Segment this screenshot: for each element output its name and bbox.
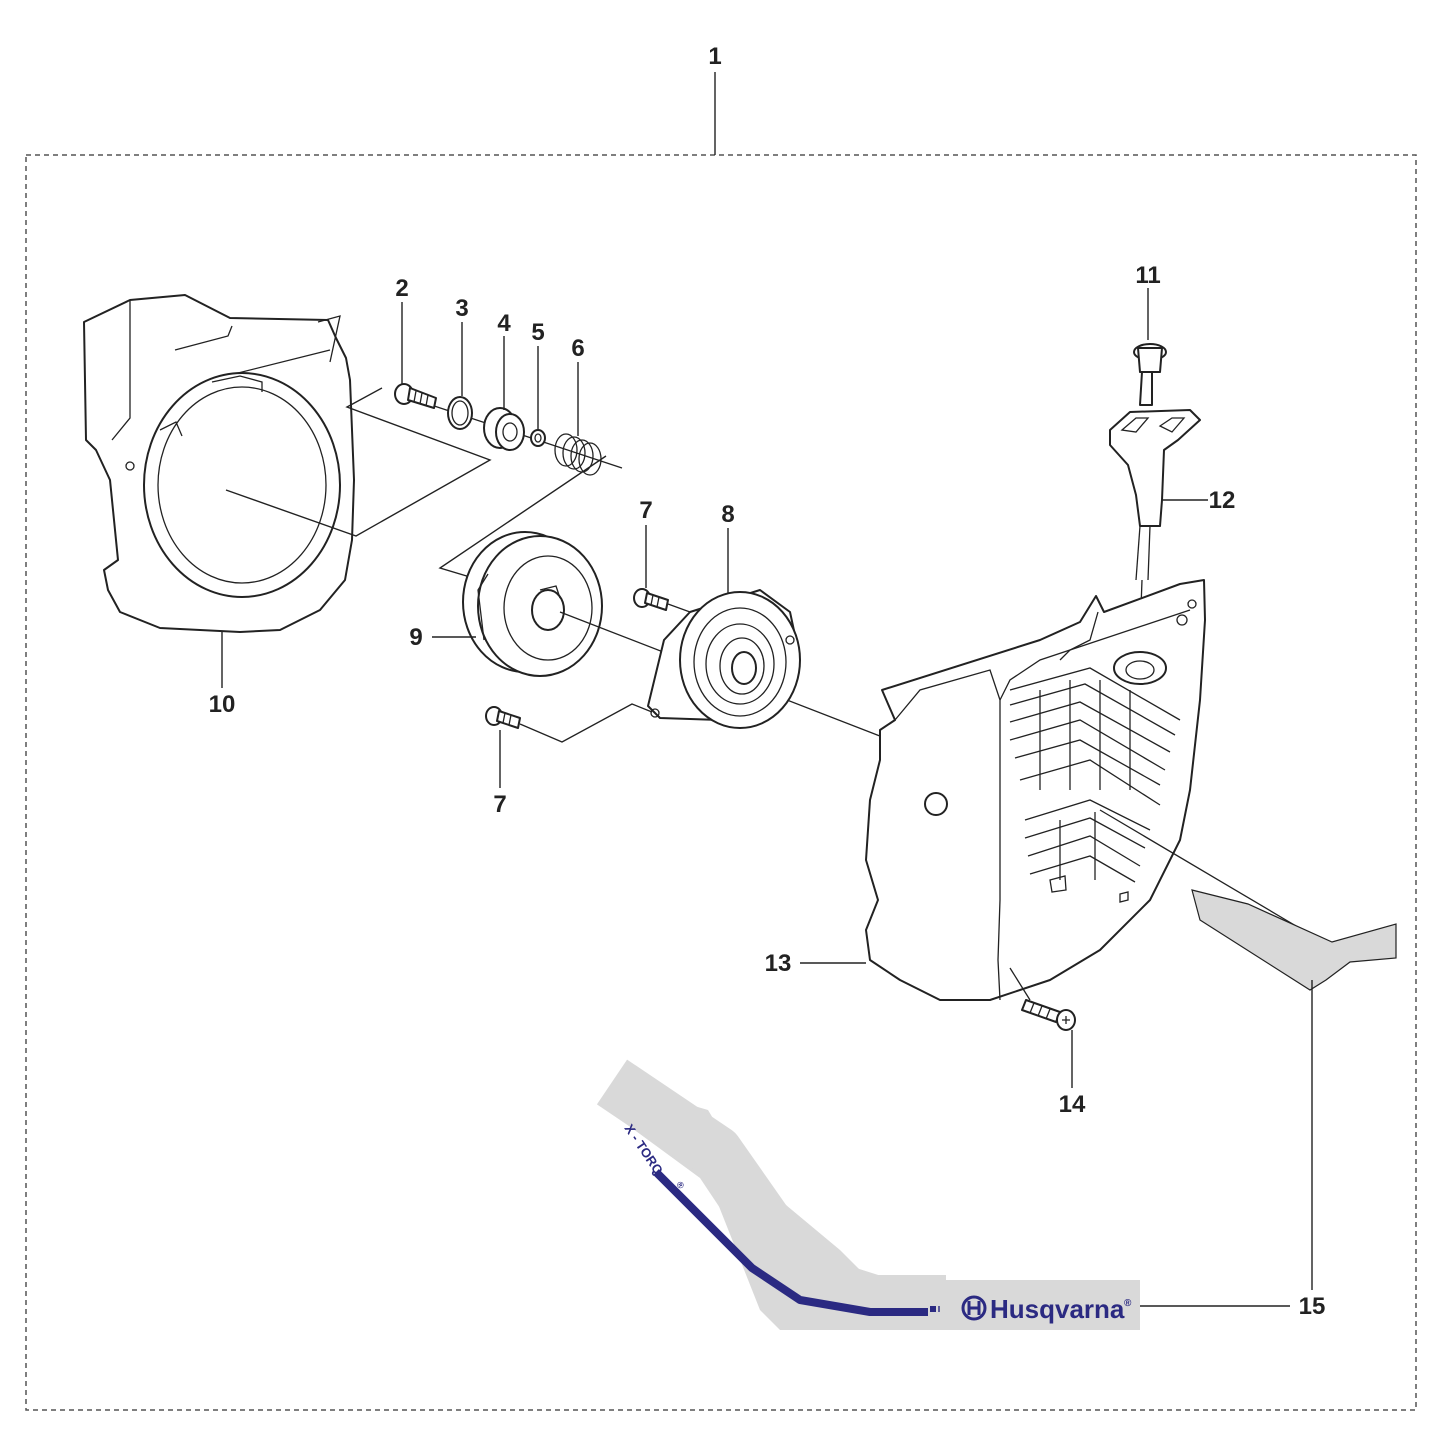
callout-14: 14 [1059,1091,1086,1118]
callout-2: 2 [395,275,408,302]
part-5-washer [530,429,546,447]
decal-brand-text: Husqvarna [990,1294,1125,1324]
part-7-screw-lower [485,706,521,729]
part-8-spring-cassette [647,589,801,729]
part-9-pulley [462,531,603,677]
callout-10: 10 [209,691,236,718]
part-13-starter-cover [865,579,1206,1001]
decal-brand-registered: ® [1124,1298,1132,1309]
callout-11: 11 [1135,262,1160,289]
part-15-decal-small [1191,889,1397,991]
husqvarna-logo-icon [961,1295,987,1321]
part-4-hub [483,407,525,451]
part-3-o-ring [447,396,473,430]
cover-vents [1009,667,1181,883]
part-7-screw-upper [633,588,669,611]
part-15-decal: Husqvarna ® X - TORQ ® [596,1059,1140,1330]
assembly-line-7b [519,703,653,743]
part-6-spring [554,433,602,476]
callout-4: 4 [497,310,511,337]
callout-7-lower: 7 [493,791,506,818]
callout-5: 5 [531,319,544,346]
callout-6: 6 [571,335,584,362]
callout-3: 3 [455,295,468,322]
callout-15: 15 [1299,1293,1326,1320]
part-14-screw [1009,967,1076,1031]
part-12-handle [1109,371,1201,581]
callout-9: 9 [409,624,422,651]
part-11-pin [1133,343,1167,373]
assembly-line-7a [667,603,691,613]
callout-1: 1 [708,43,721,70]
callout-8: 8 [721,501,734,528]
decal-xtorq-registered: ® [674,1180,686,1191]
callout-12: 12 [1209,487,1236,514]
part-2-bolt [394,383,437,409]
callout-7-upper: 7 [639,497,652,524]
assembly-line-2-6 [225,387,492,537]
kit-boundary [25,154,1417,1411]
part-10-starter-housing [83,294,355,633]
callout-13: 13 [765,950,792,977]
